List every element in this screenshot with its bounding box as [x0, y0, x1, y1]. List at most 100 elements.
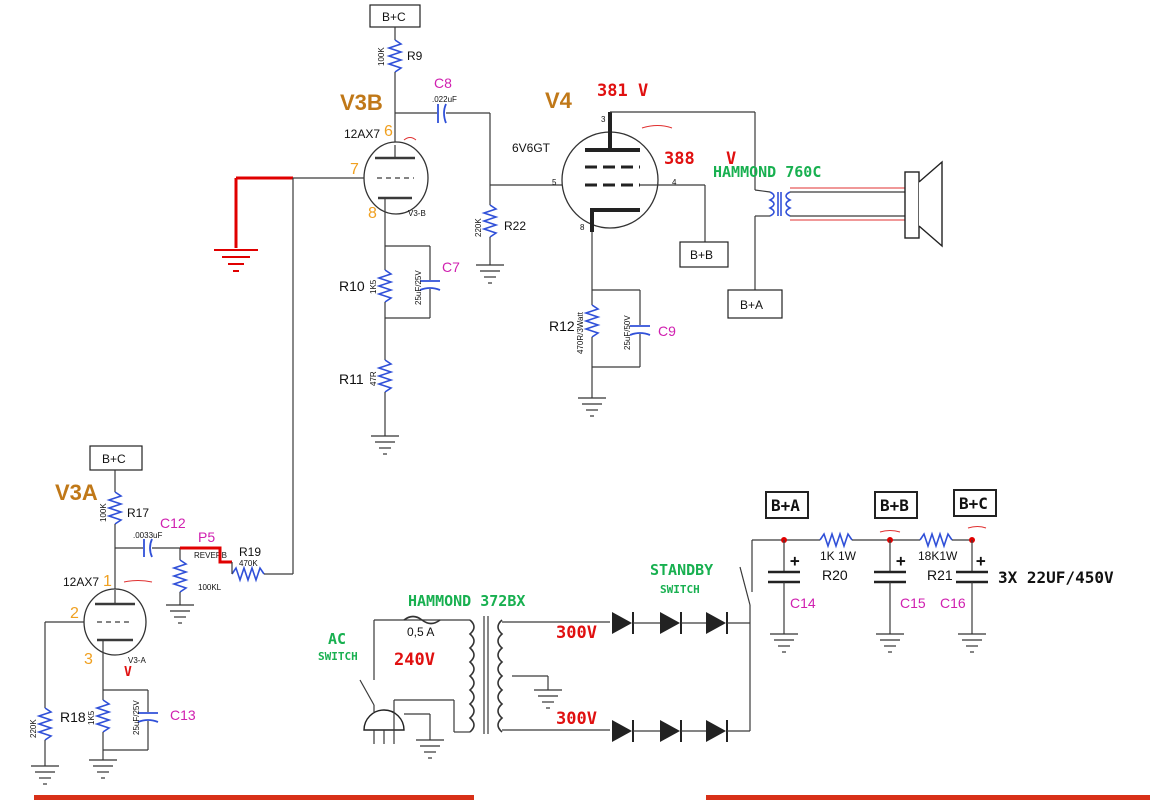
- v4-type: 6V6GT: [512, 141, 551, 155]
- resistor-r10: [376, 269, 394, 303]
- r20-value: 1K 1W: [820, 549, 857, 563]
- ground-chassis: [416, 739, 444, 759]
- resistor-r21: [919, 531, 953, 549]
- supply-box-bc-r17: [89, 445, 143, 471]
- c12-label: C12: [160, 515, 186, 531]
- bottom-bar-right: [706, 795, 1150, 800]
- ground-r11: [371, 435, 399, 455]
- v3a-pin-grid: 2: [70, 605, 79, 622]
- p5-value: 100KL: [198, 583, 222, 592]
- supply-box-ba-bank: [765, 491, 809, 519]
- standby-switch: [739, 566, 751, 606]
- r9-value: 100K: [377, 47, 386, 66]
- secondary-winding: [497, 619, 504, 733]
- ground-c15: [876, 633, 904, 653]
- r10-label: R10: [339, 278, 365, 294]
- c14-label: C14: [790, 595, 816, 611]
- supply-label-ba-bank: B+A: [771, 496, 800, 515]
- r17-value: 100K: [99, 503, 108, 522]
- c9-value: 25uF/50V: [623, 315, 632, 350]
- ground-c14: [770, 633, 798, 653]
- resistor-r20: [819, 531, 853, 549]
- r21-label: R21: [927, 567, 953, 583]
- c7-label: C7: [442, 259, 460, 275]
- resistor-r12: [583, 304, 601, 338]
- power-supply: HAMMOND 372BX 0,5 A 240V AC SWITCH: [318, 489, 1114, 759]
- c12-value: .0033uF: [133, 531, 162, 540]
- r20-label: R20: [822, 567, 848, 583]
- c8-value: .022uF: [432, 95, 457, 104]
- resistor-r11: [376, 359, 394, 393]
- r11-value: 47R: [369, 371, 378, 386]
- c9-label: C9: [658, 323, 676, 339]
- c14-plus: +: [790, 551, 800, 570]
- fuse-label: 0,5 A: [407, 625, 434, 639]
- ground-c16: [958, 633, 986, 653]
- output-transformer: [768, 191, 792, 217]
- ac-switch-label: SWITCH: [318, 650, 358, 663]
- ground-p5: [166, 604, 194, 624]
- c13-label: C13: [170, 707, 196, 723]
- v3a-type: 12AX7: [63, 575, 99, 589]
- v4-pin3: 3: [601, 115, 606, 124]
- standby-switch-label: SWITCH: [660, 583, 700, 596]
- v4-pin5: 5: [552, 178, 557, 187]
- v3a-pin-plate: 1: [103, 573, 112, 590]
- v4-screen-voltage: 388: [664, 149, 695, 169]
- c16-label: C16: [940, 595, 966, 611]
- v3b-type: 12AX7: [344, 127, 380, 141]
- supply-label-bc-bank: B+C: [959, 494, 988, 513]
- v3b-pin-plate: 6: [384, 123, 393, 140]
- output-transformer-label: HAMMOND 760C: [713, 163, 821, 181]
- bottom-bar-left: [34, 795, 474, 800]
- supply-box-bc-bank: [953, 489, 997, 517]
- r18-label: R18: [60, 709, 86, 725]
- ground-v4: [578, 397, 606, 417]
- ac-plug-icon: [363, 709, 405, 731]
- v3b-name: V3B: [340, 90, 383, 115]
- r19-value: 470K: [239, 559, 258, 568]
- supply-label-bb-v4: B+B: [690, 248, 713, 262]
- supply-box-bb-v4: [679, 241, 729, 268]
- primary-voltage: 240V: [394, 650, 435, 670]
- resistor-r22: [481, 204, 499, 238]
- v3a-pin-cathode: 3: [84, 651, 93, 668]
- c13-value: 25uF/25V: [132, 700, 141, 735]
- v3a-name: V3A: [55, 480, 98, 505]
- r21-value: 18K1W: [918, 549, 958, 563]
- r12-value: 470R/3Watt: [576, 311, 585, 354]
- v3a-cathode-voltage: V: [124, 665, 132, 680]
- v4-plate-voltage: 381 V: [597, 81, 648, 101]
- secondary-voltage-a: 300V: [556, 623, 597, 643]
- supply-box-ba-out: [727, 289, 783, 319]
- v3b-pin-grid: 7: [350, 161, 359, 178]
- c16-plus: +: [976, 551, 986, 570]
- resistor-r19: [231, 565, 265, 583]
- grid-resistor-value: 220K: [29, 719, 38, 738]
- resistor-grid-v3a: [36, 707, 54, 741]
- resistor-r9: [386, 39, 404, 73]
- v3a-sub: V3-A: [128, 656, 146, 665]
- diodes-top: [612, 612, 728, 634]
- supply-label-ba-out: B+A: [740, 298, 763, 312]
- pot-p5: [171, 559, 189, 593]
- supply-label-bc-r9: B+C: [382, 10, 406, 24]
- r12-label: R12: [549, 318, 575, 334]
- c7-value: 25uF/25V: [414, 270, 423, 305]
- r9-label: R9: [407, 49, 423, 63]
- resistor-r17: [106, 491, 124, 525]
- supply-label-bc-r17: B+C: [102, 452, 126, 466]
- ground-grid: [214, 249, 258, 272]
- p5-note: REVERB: [194, 551, 227, 560]
- ac-label: AC: [328, 630, 346, 648]
- r22-value: 220K: [474, 218, 483, 237]
- p5-label: P5: [198, 529, 215, 545]
- r18-value: 1K5: [87, 710, 96, 725]
- v3b-stage: B+C 100K R9 C8 .022uF 220K R22 V3B 12AX7…: [214, 4, 565, 574]
- fuse-icon: [403, 615, 441, 625]
- r22-label: R22: [504, 219, 526, 233]
- power-transformer-label: HAMMOND 372BX: [408, 592, 525, 610]
- v4-pin4: 4: [672, 178, 677, 187]
- ground-r18: [89, 759, 117, 779]
